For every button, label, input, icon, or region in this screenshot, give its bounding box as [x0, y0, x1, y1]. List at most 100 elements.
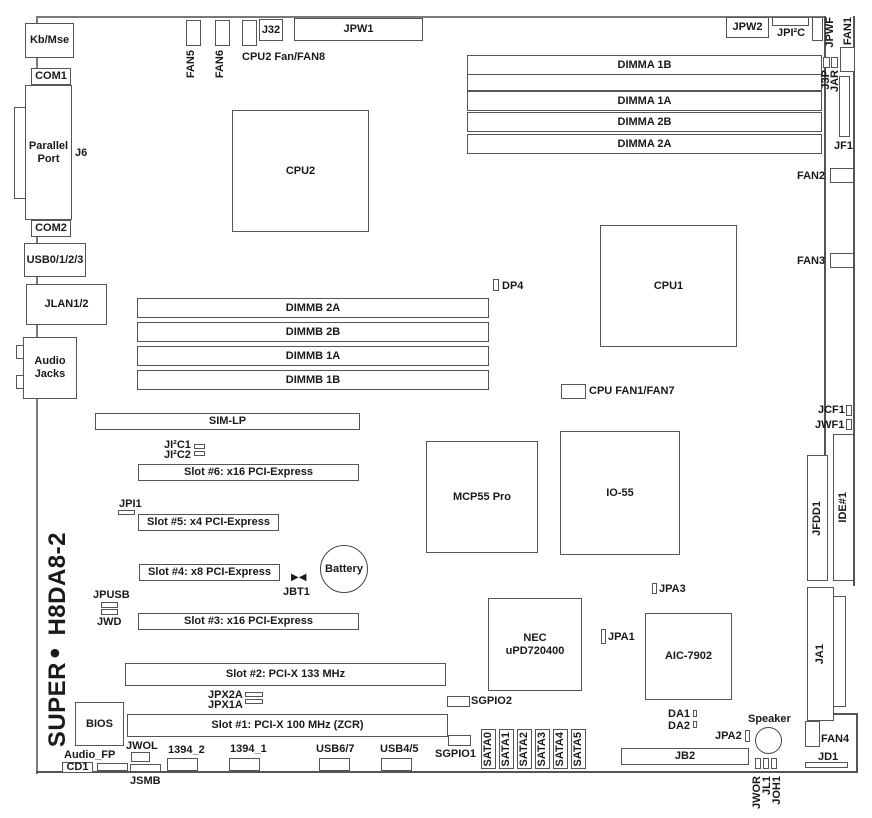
cd1-header: CD1 — [62, 761, 93, 773]
dp4-label: DP4 — [502, 280, 524, 292]
jwol-label: JWOL — [126, 740, 158, 752]
parallel-port: Parallel Port — [25, 85, 72, 220]
jpx1a-jumper — [245, 699, 263, 704]
nec-chip: NEC uPD720400 — [488, 598, 582, 691]
audio-jack-tab-bottom — [16, 375, 24, 389]
cpu2-socket: CPU2 — [232, 110, 369, 232]
ja1-inner — [833, 596, 846, 707]
battery: Battery — [320, 545, 368, 593]
jpwf-header — [812, 17, 823, 41]
sim-lp-slot: SIM-LP — [95, 413, 360, 430]
jwor-jumper — [755, 758, 761, 769]
board-model: H8DA8-2 — [44, 532, 71, 636]
jfdd1-connector: JFDD1 — [807, 455, 828, 581]
board-edge-bottom — [36, 771, 437, 773]
audio-jack-tab-top — [16, 345, 24, 359]
board-edge-notch — [834, 713, 858, 715]
cpu1-socket: CPU1 — [600, 225, 737, 347]
jsmb-label: JSMB — [130, 775, 161, 787]
da1-label: DA1 — [668, 708, 691, 720]
j32-connector: J32 — [259, 19, 283, 41]
audio-fp-label: Audio_FP — [64, 749, 116, 761]
jbt1-label: JBT1 — [283, 586, 310, 598]
jpa3-label: JPA3 — [659, 583, 686, 595]
cpu-fan1-header — [561, 384, 586, 399]
ja1-connector: JA1 — [807, 587, 834, 721]
jpx2a-jumper — [245, 692, 263, 697]
board-edge-bottom-right — [420, 771, 858, 773]
usb45-label: USB4/5 — [380, 743, 419, 755]
dimm-slot-b1b: DIMMB 1B — [137, 370, 489, 390]
jwd-label: JWD — [97, 616, 122, 628]
fan5-label: FAN5 — [185, 50, 197, 79]
sata2-port: SATA2 — [517, 729, 532, 769]
j3p-jumper — [823, 57, 830, 68]
dimm-slot-b1a: DIMMB 1A — [137, 346, 489, 366]
jwf1-jumper — [846, 419, 852, 430]
joh1-label: JOH1 — [771, 776, 783, 805]
jpi1-jumper — [118, 510, 135, 515]
jar-jumper — [831, 57, 838, 68]
speaker — [755, 727, 782, 754]
jbt1-icon: ▶◀ — [291, 572, 307, 583]
cpu2-fan-label: CPU2 Fan/FAN8 — [242, 51, 326, 63]
ieee1394-1-header — [229, 758, 260, 771]
fan1-label: FAN1 — [842, 17, 854, 46]
slot1-pcix-100-zcr: Slot #1: PCI-X 100 MHz (ZCR) — [127, 714, 448, 737]
jl1-jumper — [763, 758, 769, 769]
ide1-connector: IDE#1 — [833, 434, 854, 581]
sata0-port: SATA0 — [481, 729, 496, 769]
dimm-slot-a2a: DIMMA 2A — [467, 134, 822, 154]
usb0123-connector: USB0/1/2/3 — [24, 243, 86, 277]
jlan-connector: JLAN1/2 — [26, 284, 107, 325]
ieee1394-1-label: 1394_1 — [230, 743, 267, 755]
slot4-pcie-x8: Slot #4: x8 PCI-Express — [139, 564, 280, 581]
slot5-pcie-x4: Slot #5: x4 PCI-Express — [138, 514, 279, 531]
jpwf-label: JPWF — [824, 17, 836, 48]
com1-port: COM1 — [31, 68, 71, 85]
ji2c2-jumper — [194, 451, 205, 456]
speaker-label: Speaker — [748, 713, 791, 725]
jpusb-label: JPUSB — [93, 589, 130, 601]
mcp55-chip: MCP55 Pro — [426, 441, 538, 553]
sgpio2-header — [447, 696, 470, 707]
jcf1-label: JCF1 — [818, 404, 845, 416]
jwd-jumper — [101, 609, 118, 615]
jf1-label: JF1 — [834, 140, 853, 152]
jpa2-jumper — [745, 730, 750, 742]
fan5-header — [186, 20, 201, 46]
jpx2a-label: JPX2A — [208, 689, 243, 701]
jpx1a-label: JPX1A — [208, 699, 243, 711]
ji2c1-jumper — [194, 444, 205, 449]
jsmb-header — [130, 764, 161, 772]
dp4-led — [493, 279, 499, 291]
jpw1-connector: JPW1 — [294, 18, 423, 41]
slot6-pcie-x16: Slot #6: x16 PCI-Express — [138, 464, 359, 481]
board-edge-right-mid — [853, 16, 855, 586]
jd1-header — [805, 762, 848, 768]
da2-label: DA2 — [668, 720, 691, 732]
sata3-port: SATA3 — [535, 729, 550, 769]
ieee1394-2-label: 1394_2 — [168, 744, 205, 756]
jpa2-label: JPA2 — [715, 730, 742, 742]
fan1-header — [840, 47, 855, 72]
sgpio2-label: SGPIO2 — [471, 695, 512, 707]
jpi1-label: JPI1 — [119, 498, 142, 510]
sata4-port: SATA4 — [553, 729, 568, 769]
sata1-port: SATA1 — [499, 729, 514, 769]
jpi2c-label: JPI²C — [777, 27, 806, 39]
jpa1-label: JPA1 — [608, 631, 635, 643]
sata5-port: SATA5 — [571, 729, 586, 769]
jpusb-jumper — [101, 602, 118, 608]
jpa3-jumper — [652, 583, 657, 594]
da1-led — [693, 710, 697, 717]
joh1-jumper — [771, 758, 777, 769]
jwf1-label: JWF1 — [815, 419, 845, 431]
brand-logo: SUPER — [44, 662, 71, 748]
cpu2-fan-header — [242, 20, 257, 46]
fan3-label: FAN3 — [797, 255, 826, 267]
jb2-connector: JB2 — [621, 748, 749, 765]
bios-chip: BIOS — [75, 702, 124, 746]
dimm-slot-a-blank — [467, 75, 822, 91]
